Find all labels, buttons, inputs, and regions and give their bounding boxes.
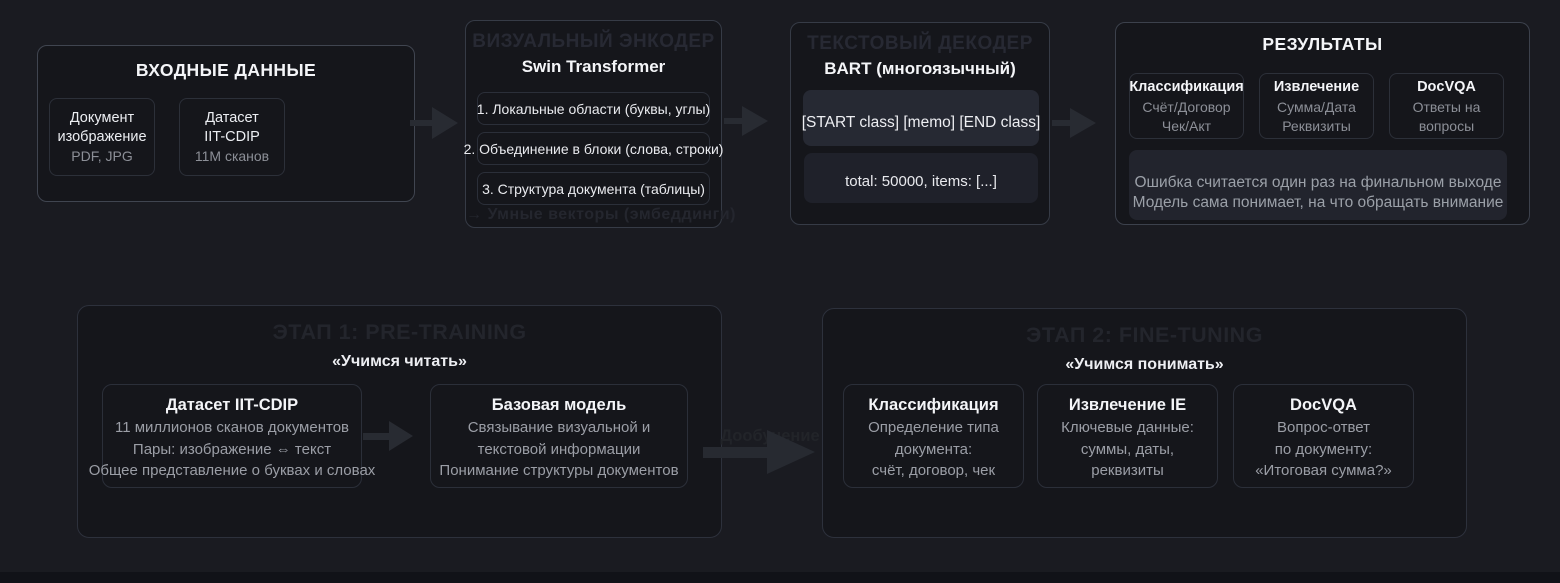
- stage-card-line: текстовой информации: [477, 440, 641, 458]
- stage2-ghost-title: ЭТАП 2: FINE-TUNING: [1026, 323, 1263, 347]
- result-card-title: Классификация: [1129, 78, 1244, 95]
- visual-encoder-ghost-title: ВИЗУАЛЬНЫЙ ЭНКОДЕР: [472, 31, 715, 52]
- results-title: РЕЗУЛЬТАТЫ: [1262, 34, 1383, 54]
- visual-encoder-panel: ВИЗУАЛЬНЫЙ ЭНКОДЕР Swin Transformer 1. Л…: [464, 20, 736, 228]
- results-note-line: Модель сама понимает, на что обращать вн…: [1132, 193, 1504, 211]
- flow-arrow-icon: [363, 418, 413, 454]
- stage-card-title: Датасет IIT-CDIP: [165, 396, 299, 414]
- encoder-step-label: 3. Структура документа (таблицы): [482, 180, 705, 197]
- results-note-box: Ошибка считается один раз на финальном в…: [1129, 150, 1507, 220]
- flow-arrow-icon: [1052, 105, 1096, 141]
- swin-transformer-title: Swin Transformer: [521, 57, 666, 76]
- result-card-title: DocVQA: [1417, 78, 1476, 95]
- encoder-step-label: 2. Объединение в блоки (слова, строки): [463, 140, 724, 157]
- result-card-title: Извлечение: [1273, 78, 1360, 95]
- json-output-text: total: 50000, items: [...]: [845, 172, 997, 190]
- result-card-line: Реквизиты: [1282, 117, 1351, 134]
- text-decoder-ghost-title: ТЕКСТОВЫЙ ДЕКОДЕР: [807, 33, 1033, 54]
- stage-card-line: по документу:: [1274, 440, 1373, 458]
- flow-arrow-icon: [724, 103, 768, 139]
- bottom-dark-strip: [0, 572, 1560, 583]
- result-card-line: Сумма/Дата: [1277, 98, 1356, 115]
- stage-card-line: реквизиты: [1091, 462, 1164, 479]
- stage1-base-model-card: Базовая модель Связывание визуальной и т…: [430, 384, 688, 488]
- card-meta: 11M сканов: [194, 147, 270, 164]
- stage-card-line: Общее представление о буквах и словах: [88, 462, 376, 479]
- result-card-line: Ответы на: [1412, 98, 1481, 115]
- bart-title: BART (многоязычный): [824, 59, 1016, 78]
- stage2-extraction-card: Извлечение IE Ключевые данные: суммы, да…: [1037, 384, 1218, 488]
- encoder-step-1: 1. Локальные области (буквы, углы): [477, 92, 710, 125]
- stage2-classification-card: Классификация Определение типа документа…: [843, 384, 1024, 488]
- stage1-dataset-card: Датасет IIT-CDIP 11 миллионов сканов док…: [89, 384, 375, 488]
- stage1-pretraining-panel: ЭТАП 1: PRE-TRAINING «Учимся читать» Дат…: [77, 305, 722, 538]
- card-line: Документ: [69, 109, 135, 126]
- token-sequence-text: [START class] [memo] [END class]: [801, 114, 1041, 131]
- card-line: изображение: [57, 128, 147, 145]
- stage-card-line: «Итоговая сумма?»: [1255, 462, 1392, 479]
- card-meta: PDF, JPG: [71, 147, 133, 164]
- stage-card-title: Классификация: [868, 396, 999, 414]
- card-line: IIT-CDIP: [204, 128, 260, 145]
- document-image-card: Документ изображение PDF, JPG: [49, 98, 155, 176]
- result-card-classification: Классификация Счёт/Договор Чек/Акт: [1129, 73, 1244, 139]
- stage-card-line: Ключевые данные:: [1061, 419, 1194, 436]
- input-data-panel: ВХОДНЫЕ ДАННЫЕ Документ изображение PDF,…: [37, 45, 415, 202]
- result-card-line: Счёт/Договор: [1142, 98, 1231, 115]
- result-card-line: вопросы: [1418, 117, 1475, 134]
- stage-card-line: счёт, договор, чек: [871, 462, 996, 479]
- flow-arrow-icon: [410, 105, 458, 141]
- encoder-step-3: 3. Структура документа (таблицы): [477, 172, 710, 205]
- stage-card-title: Базовая модель: [491, 396, 627, 414]
- dataset-iit-cdip-card: Датасет IIT-CDIP 11M сканов: [179, 98, 285, 176]
- results-note-line: Ошибка считается один раз на финальном в…: [1134, 174, 1502, 191]
- result-card-docvqa: DocVQA Ответы на вопросы: [1389, 73, 1504, 139]
- result-card-extraction: Извлечение Сумма/Дата Реквизиты: [1259, 73, 1374, 139]
- input-data-title: ВХОДНЫЕ ДАННЫЕ: [135, 60, 317, 80]
- stage2-docvqa-card: DocVQA Вопрос-ответ по документу: «Итого…: [1233, 384, 1414, 488]
- encoder-step-2: 2. Объединение в блоки (слова, строки): [464, 132, 723, 165]
- stage-card-line: 11 миллионов сканов документов: [114, 419, 350, 436]
- result-card-line: Чек/Акт: [1161, 117, 1212, 134]
- stage-card-line: Определение типа: [868, 419, 999, 436]
- token-sequence-box: [START class] [memo] [END class]: [801, 90, 1041, 146]
- stage-card-line: Вопрос-ответ: [1276, 419, 1371, 436]
- stage-card-line: документа:: [894, 440, 973, 458]
- results-panel: РЕЗУЛЬТАТЫ Классификация Счёт/Договор Че…: [1115, 22, 1530, 225]
- encoder-ghost-footer: → Умные векторы (эмбеддинги): [466, 206, 736, 223]
- stage2-finetuning-panel: ЭТАП 2: FINE-TUNING «Учимся понимать» Кл…: [822, 308, 1467, 538]
- stage1-subtitle: «Учимся читать»: [332, 353, 467, 370]
- stage-card-line: суммы, даты,: [1080, 440, 1175, 458]
- json-output-box: total: 50000, items: [...]: [804, 153, 1038, 203]
- stage-card-line: Пары: изображение ⇔ текст: [132, 440, 332, 458]
- stage-card-line: Связывание визуальной и: [467, 419, 651, 436]
- stage1-ghost-title: ЭТАП 1: PRE-TRAINING: [272, 320, 527, 344]
- stage2-subtitle: «Учимся понимать»: [1065, 356, 1224, 373]
- stage-card-title: DocVQA: [1290, 396, 1357, 414]
- fine-tuning-arrow-icon: [703, 430, 815, 474]
- text-decoder-panel: ТЕКСТОВЫЙ ДЕКОДЕР BART (многоязычный) [S…: [790, 22, 1050, 225]
- card-line: Датасет: [205, 109, 259, 126]
- encoder-step-label: 1. Локальные области (буквы, углы): [476, 100, 711, 117]
- stage-card-title: Извлечение IE: [1068, 396, 1187, 414]
- stage-card-line: Понимание структуры документов: [439, 462, 679, 479]
